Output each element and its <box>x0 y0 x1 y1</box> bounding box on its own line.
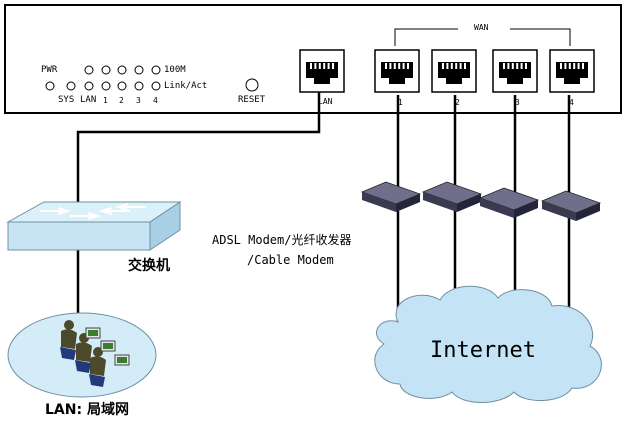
led-bottom-2 <box>101 81 111 91</box>
led-label-link: Link/Act <box>164 81 208 91</box>
led-top-4 <box>134 65 144 75</box>
led-bottom-5 <box>151 81 161 91</box>
led-label-lan: LAN <box>80 95 97 105</box>
led-top-1 <box>84 65 94 75</box>
led-top-5 <box>151 65 161 75</box>
led-label-port-2: 2 <box>119 96 124 105</box>
wan-port-1-icon[interactable] <box>374 49 420 93</box>
led-label-pwr: PWR <box>41 65 58 75</box>
reset-label: RESET <box>238 95 266 105</box>
led-sys <box>66 81 76 91</box>
wan-port-3-icon[interactable] <box>492 49 538 93</box>
cable-lan-switch <box>76 92 321 202</box>
wan-bracket <box>394 28 571 46</box>
modem-2-icon <box>421 181 483 212</box>
led-bottom-3 <box>117 81 127 91</box>
led-label-port-3: 3 <box>136 96 141 105</box>
wan-port-2-icon[interactable] <box>431 49 477 93</box>
led-label-port-1: 1 <box>103 96 108 105</box>
ethernet-ports <box>299 49 595 93</box>
led-bottom-1 <box>84 81 94 91</box>
lan-port-icon[interactable] <box>299 49 345 93</box>
modem-4-icon <box>540 190 602 221</box>
users-icon <box>60 320 130 387</box>
wan-port-label-1: 1 <box>398 98 403 107</box>
led-label-speed: 100M <box>164 65 186 75</box>
internet-cloud-icon <box>374 285 602 403</box>
internet-label: Internet <box>430 338 536 363</box>
wan-port-4-icon[interactable] <box>549 49 595 93</box>
wan-port-label-4: 4 <box>569 98 574 107</box>
lan-port-label: LAN <box>318 97 333 106</box>
lan-label: LAN: 局域网 <box>45 402 129 418</box>
modem-1-icon <box>360 181 422 212</box>
modem-3-icon <box>478 187 540 218</box>
modem-caption-line1: ADSL Modem/光纤收发器 <box>212 233 352 247</box>
led-label-sys: SYS <box>58 95 75 105</box>
led-top-2 <box>101 65 111 75</box>
switch-icon <box>6 201 182 251</box>
modems <box>360 181 602 221</box>
status-leds <box>45 65 161 91</box>
led-top-3 <box>117 65 127 75</box>
led-label-port-4: 4 <box>153 96 158 105</box>
wan-port-label-2: 2 <box>455 98 460 107</box>
modem-caption-line2: /Cable Modem <box>247 253 334 267</box>
switch-label: 交换机 <box>128 258 170 274</box>
reset-button[interactable] <box>245 78 259 92</box>
wan-label: WAN <box>474 23 489 32</box>
led-bottom-4 <box>134 81 144 91</box>
led-pwr <box>45 81 55 91</box>
wan-port-label-3: 3 <box>515 98 520 107</box>
